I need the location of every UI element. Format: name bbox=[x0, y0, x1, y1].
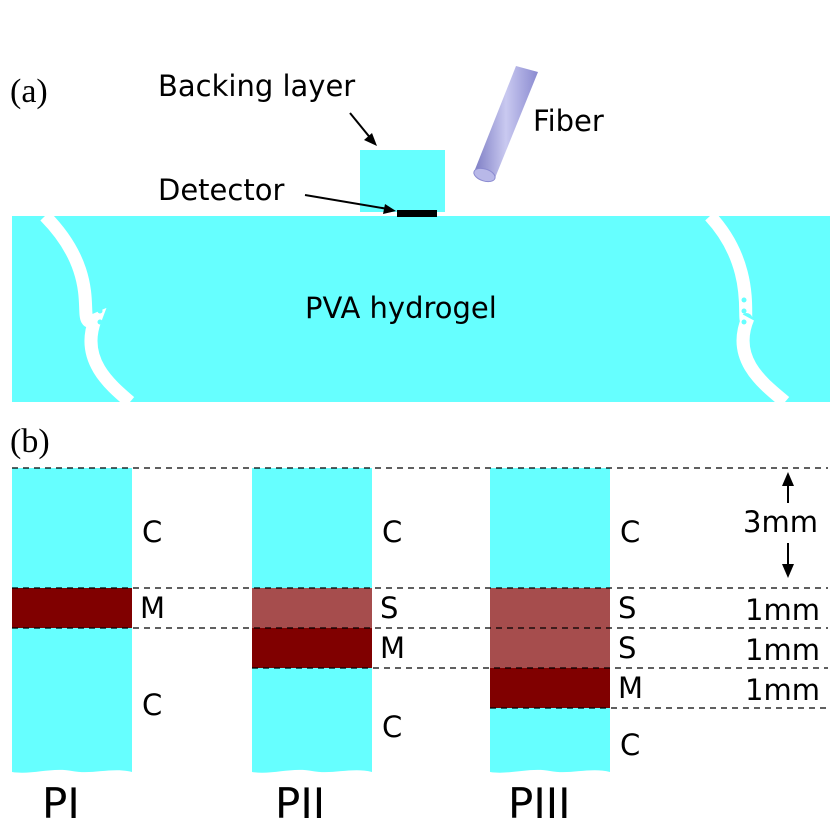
dashed-guides bbox=[12, 467, 828, 709]
phantom-pi bbox=[12, 468, 132, 773]
detector-arrowhead bbox=[383, 204, 396, 214]
phantom-pi-m-layer bbox=[12, 588, 132, 628]
phantom-piii-name: PIII bbox=[508, 779, 571, 827]
piii-layer-c-top: C bbox=[620, 515, 640, 549]
phantom-pii bbox=[252, 468, 372, 773]
panel-a-label: (a) bbox=[10, 73, 48, 110]
fiber-icon bbox=[473, 66, 538, 183]
pva-hydrogel-label: PVA hydrogel bbox=[305, 291, 497, 325]
dimension-3mm-arrowhead-up bbox=[782, 472, 794, 486]
detector-arrow bbox=[304, 194, 389, 210]
vessel-channel-left bbox=[40, 211, 135, 407]
phantom-piii-s-layer-2 bbox=[490, 628, 610, 668]
vessel-channel-right bbox=[705, 211, 790, 407]
dimension-3mm-arrowhead-down bbox=[782, 564, 794, 578]
phantom-piii-s-layer-1 bbox=[490, 588, 610, 628]
pii-layer-m: M bbox=[380, 631, 405, 665]
panel-b-label: (b) bbox=[10, 423, 50, 460]
dimension-1mm-third: 1mm bbox=[745, 673, 820, 707]
detector-label: Detector bbox=[158, 173, 284, 207]
phantom-pi-name: PI bbox=[42, 779, 80, 827]
phantom-pii-m-layer bbox=[252, 628, 372, 668]
pii-layer-c-top: C bbox=[382, 515, 402, 549]
flow-dots-right bbox=[741, 297, 747, 325]
phantom-pii-name: PII bbox=[275, 779, 325, 827]
piii-layer-s-2: S bbox=[618, 631, 636, 665]
pii-layer-c-bottom: C bbox=[382, 710, 402, 744]
backing-layer bbox=[360, 150, 445, 212]
dimension-1mm-first: 1mm bbox=[745, 593, 820, 627]
detector bbox=[397, 210, 437, 217]
piii-layer-c-bottom: C bbox=[620, 728, 640, 762]
backing-layer-arrow bbox=[349, 112, 373, 141]
piii-layer-s-1: S bbox=[618, 591, 636, 625]
phantom-piii bbox=[490, 468, 610, 773]
dimension-1mm-second: 1mm bbox=[745, 633, 820, 667]
phantom-pii-s-layer bbox=[252, 588, 372, 628]
pva-hydrogel-slab bbox=[12, 216, 830, 402]
pi-layer-m: M bbox=[140, 591, 165, 625]
backing-layer-label: Backing layer bbox=[158, 69, 355, 103]
phantom-piii-m-layer bbox=[490, 668, 610, 708]
piii-layer-m: M bbox=[618, 671, 643, 705]
dimension-3mm: 3mm bbox=[743, 505, 818, 539]
backing-layer-arrowhead bbox=[364, 133, 377, 146]
pi-layer-c-bottom: C bbox=[142, 688, 162, 722]
pi-layer-c-top: C bbox=[142, 515, 162, 549]
flow-dots-left bbox=[97, 297, 103, 325]
pii-layer-s: S bbox=[380, 591, 398, 625]
fiber-label: Fiber bbox=[533, 104, 604, 138]
